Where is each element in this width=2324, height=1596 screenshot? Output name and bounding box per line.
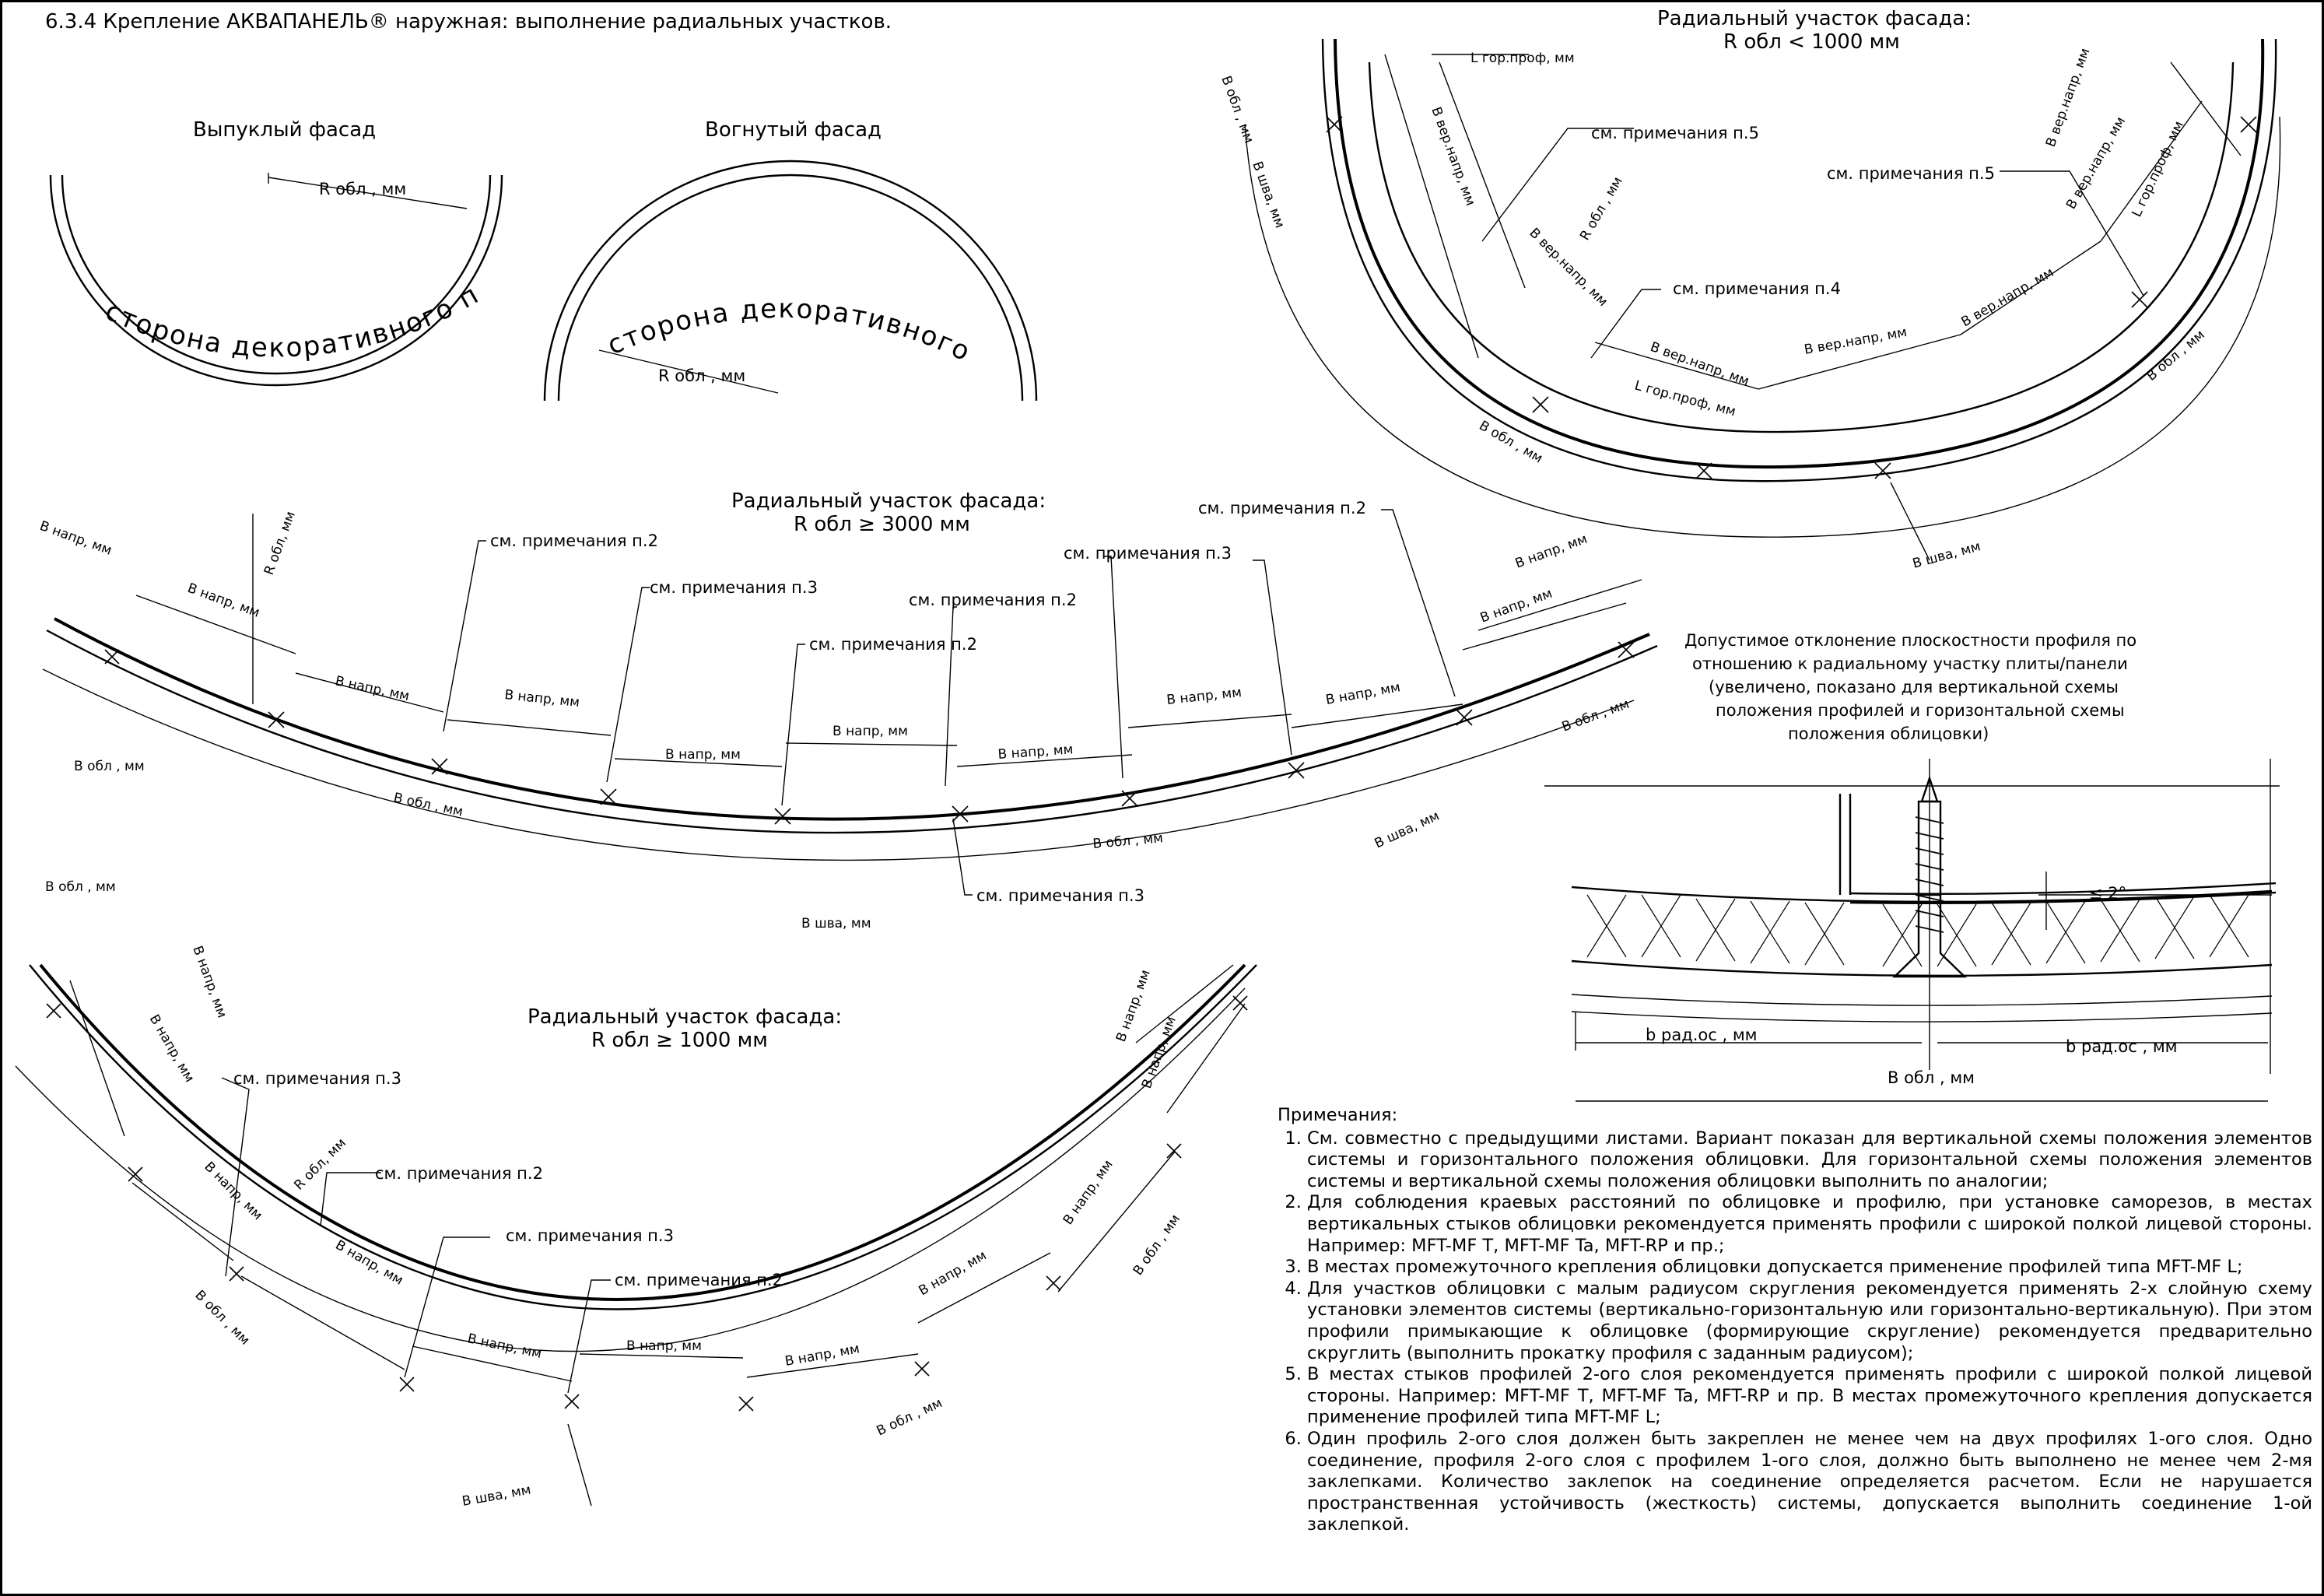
r1000min-dim: B обл , мм [1130, 1212, 1183, 1279]
r3000-dim: B напр, мм [1166, 685, 1243, 708]
r1000max-dim: B вер.напр, мм [1526, 225, 1611, 310]
note-item: В местах стыков профилей 2-ого слоя реко… [1307, 1364, 2312, 1429]
r1000max-ref: см. примечания п.5 [1827, 164, 1995, 183]
r3000-fixings [104, 641, 1635, 825]
r3000-ref: см. примечания п.2 [490, 531, 658, 550]
r1000min-dim: B напр, мм [1060, 1157, 1116, 1228]
r1000min-dim: B напр, мм [146, 1012, 198, 1086]
r3000-dim: B напр, мм [1478, 586, 1555, 626]
r3000-ref: см. примечания п.2 [809, 635, 977, 654]
r1000max-dim: B обл , мм [2143, 327, 2207, 384]
r3000-dim: B напр, мм [833, 724, 908, 739]
notes-block: Примечания: См. совместно с предыдущими … [1278, 1105, 2312, 1536]
r1000min-dim: B напр, мм [626, 1338, 702, 1354]
r3000-dim: B обл , мм [1560, 696, 1632, 735]
r3000-ref: см. примечания п.3 [976, 886, 1144, 905]
r1000min-title: Радиальный участок фасада: [528, 1005, 842, 1029]
r3000-title: Радиальный участок фасада: [731, 489, 1046, 513]
r1000min-ref: см. примечания п.2 [375, 1164, 543, 1183]
note-item: См. совместно с предыдущими листами. Вар… [1307, 1128, 2312, 1193]
r3000-dim: B напр, мм [1513, 531, 1590, 572]
r1000min-dim: B шва, мм [461, 1482, 532, 1510]
r1000min-fixings [46, 995, 1248, 1412]
r1000min-dim: B напр, мм [1139, 1015, 1180, 1091]
deviation-caption-line: положения профилей и горизонтальной схем… [1716, 701, 2125, 720]
r1000min-dim: B обл , мм [875, 1395, 945, 1439]
r1000max-condition: R обл < 1000 мм [1723, 30, 1900, 54]
r1000min-dim: B обл , мм [45, 879, 116, 895]
r1000max-dim: B вер.напр, мм [1428, 105, 1478, 208]
r1000min-condition: R обл ≥ 1000 мм [591, 1029, 768, 1052]
section-r1000-min: Радиальный участок фасада: R обл ≥ 1000 … [15, 879, 1257, 1510]
r1000max-fixings [1326, 116, 2257, 479]
r1000max-dim: B вер.напр, мм [2063, 114, 2129, 212]
deviation-caption-line: отношению к радиальному участку плиты/па… [1692, 654, 2128, 673]
r1000max-title: Радиальный участок фасада: [1657, 7, 1972, 30]
convex-coating-side: сторона декоративного покрытия [0, 0, 485, 363]
deviation-angle: ≤ 2° [2089, 884, 2126, 903]
r1000min-dim: R обл, мм [291, 1135, 349, 1194]
r3000-ref: см. примечания п.2 [909, 591, 1077, 609]
note-item: Для соблюдения краевых расстояний по обл… [1307, 1192, 2312, 1257]
r3000-dim: B напр, мм [665, 747, 741, 763]
r1000min-dim: B обл , мм [191, 1287, 252, 1348]
note-item: В местах промежуточного крепления облицо… [1307, 1257, 2312, 1279]
deviation-detail: Допустимое отклонение плоскостности проф… [1544, 631, 2280, 1102]
r1000max-dim: R обл , мм [1577, 174, 1626, 244]
section-r1000-max: Радиальный участок фасада: R обл < 1000 … [1218, 7, 2281, 572]
deviation-b-rad-right: b рад.ос , мм [2066, 1037, 2178, 1056]
r3000-dim: B обл , мм [392, 790, 464, 819]
r3000-dim: B напр, мм [334, 673, 411, 704]
r1000max-dim: B обл , мм [1218, 74, 1257, 146]
r1000min-dim: B напр, мм [783, 1341, 861, 1370]
convex-facade-view: Выпуклый фасад R обл , мм сторона декора… [0, 0, 503, 387]
r1000min-dim: B напр, мм [466, 1331, 543, 1362]
r1000max-dim: L гор.проф, мм [1633, 378, 1737, 420]
deviation-b-obl: B обл , мм [1888, 1068, 1975, 1087]
r1000max-ref: см. примечания п.5 [1591, 124, 1759, 142]
r3000-dim: B шва, мм [1372, 809, 1442, 852]
r3000-dim: R обл, мм [261, 510, 299, 577]
note-item: Для участков облицовки с малым радиусом … [1307, 1279, 2312, 1364]
notes-heading: Примечания: [1278, 1105, 1398, 1125]
section-r3000: Радиальный участок фасада: R обл ≥ 3000 … [37, 489, 1658, 931]
r3000-dim: B напр, мм [37, 518, 114, 559]
concave-radius-label: R обл , мм [658, 367, 745, 385]
deviation-caption-line: положения облицовки) [1788, 724, 1989, 743]
convex-title: Выпуклый фасад [193, 118, 376, 142]
deviation-caption-line: (увеличено, показано для вертикальной сх… [1709, 678, 2119, 696]
r1000max-dim: B вер.напр, мм [2043, 46, 2094, 149]
r3000-dim: B шва, мм [801, 916, 871, 931]
r3000-dim: B напр, мм [185, 581, 261, 621]
r1000min-ref: см. примечания п.2 [615, 1271, 783, 1289]
r1000max-dim: B вер.напр, мм [1648, 339, 1751, 390]
r3000-dim: B обл , мм [74, 759, 145, 774]
sheet-title: 6.3.4 Крепление АКВАПАНЕЛЬ® наружная: вы… [45, 10, 892, 33]
r1000max-dim: L гор.проф, мм [1470, 51, 1575, 66]
r3000-ref: см. примечания п.3 [1064, 544, 1232, 563]
concave-title: Вогнутый фасад [705, 118, 882, 142]
r3000-condition: R обл ≥ 3000 мм [794, 513, 970, 536]
r3000-dim: B обл , мм [1092, 830, 1164, 852]
deviation-caption-line: Допустимое отклонение плоскостности проф… [1684, 631, 2136, 650]
r1000min-ref: см. примечания п.3 [506, 1226, 674, 1245]
r1000min-ref: см. примечания п.3 [233, 1069, 401, 1088]
note-item: Один профиль 2-ого слоя должен быть закр… [1307, 1429, 2312, 1536]
r1000min-dim: B напр, мм [1113, 968, 1154, 1044]
notes-list: См. совместно с предыдущими листами. Вар… [1278, 1128, 2312, 1536]
r1000max-dim: B вер.напр, мм [1959, 265, 2057, 330]
r1000max-dim: B шва, мм [1249, 160, 1287, 230]
r3000-dim: B напр, мм [503, 687, 580, 710]
r3000-ref: см. примечания п.3 [650, 578, 818, 597]
r1000min-dim: B напр, мм [189, 944, 230, 1020]
r3000-dim: B напр, мм [1324, 679, 1401, 708]
r1000max-ref: см. примечания п.4 [1673, 279, 1841, 298]
deviation-b-rad-left: b рад.ос , мм [1646, 1026, 1758, 1044]
r1000max-dim: L гор.проф, мм [2129, 118, 2187, 219]
r1000max-dim: B обл , мм [1477, 418, 1546, 467]
r3000-ref: см. примечания п.2 [1198, 499, 1366, 517]
convex-radius-label: R обл , мм [319, 180, 406, 198]
